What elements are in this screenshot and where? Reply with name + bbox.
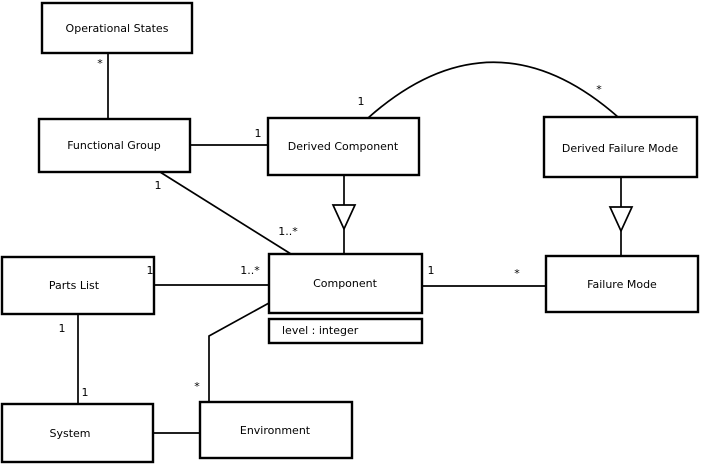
multiplicity-environment-end: * <box>194 380 200 393</box>
edge-derived-component-derived-failure-mode-arc <box>367 61 619 119</box>
environment-box <box>198 400 354 460</box>
failure-mode-box <box>544 254 700 314</box>
multiplicity-parts-list-system-top: 1 <box>59 322 66 335</box>
system-label: System <box>49 427 90 440</box>
class-environment: Environment <box>198 400 354 460</box>
class-derived-failure-mode: Derived Failure Mode <box>542 115 699 179</box>
class-system: System <box>0 402 155 464</box>
multiplicity-component-end-to-failure-mode: 1 <box>428 264 435 277</box>
multiplicity-operational-states-end: * <box>97 57 103 70</box>
parts-list-box <box>0 255 156 316</box>
class-derived-component: Derived Component <box>266 116 421 177</box>
operational-states-label: Operational States <box>66 22 169 35</box>
multiplicity-derived-component-end: 1 <box>255 127 262 140</box>
component-attribute-label: level : integer <box>282 324 359 337</box>
class-failure-mode: Failure Mode <box>544 254 700 314</box>
functional-group-label: Functional Group <box>67 139 161 152</box>
class-functional-group: Functional Group <box>37 117 192 174</box>
component-label: Component <box>313 277 378 290</box>
multiplicity-parts-list-end: 1 <box>147 264 154 277</box>
multiplicity-parts-list-system-bottom: 1 <box>82 386 89 399</box>
multiplicity-arc-derived-failure-mode-end: * <box>596 83 602 96</box>
derived-failure-mode-box <box>542 115 699 179</box>
multiplicity-functional-group-end: 1 <box>155 179 162 192</box>
operational-states-box <box>40 1 194 55</box>
functional-group-box <box>37 117 192 174</box>
parts-list-label: Parts List <box>49 279 100 292</box>
multiplicity-failure-mode-end: * <box>514 267 520 280</box>
generalization-arrowhead-failure-mode-icon <box>608 206 634 234</box>
component-box <box>267 252 424 315</box>
multiplicity-component-end-from-functional-group: 1..* <box>278 225 298 238</box>
edge-component-environment <box>208 302 270 402</box>
class-component: Component level : integer <box>267 252 424 345</box>
system-box <box>0 402 155 464</box>
failure-mode-label: Failure Mode <box>587 278 657 291</box>
derived-component-label: Derived Component <box>288 140 399 153</box>
derived-failure-mode-label: Derived Failure Mode <box>562 142 678 155</box>
derived-component-box <box>266 116 421 177</box>
environment-label: Environment <box>240 424 311 437</box>
multiplicity-arc-derived-component-end: 1 <box>358 95 365 108</box>
generalization-arrowhead-component-icon <box>331 204 357 232</box>
class-operational-states: Operational States <box>40 1 194 55</box>
edge-functional-group-component <box>159 171 292 255</box>
component-attribute-box <box>267 317 424 345</box>
class-parts-list: Parts List <box>0 255 156 316</box>
multiplicity-component-end-from-parts-list: 1..* <box>240 264 260 277</box>
